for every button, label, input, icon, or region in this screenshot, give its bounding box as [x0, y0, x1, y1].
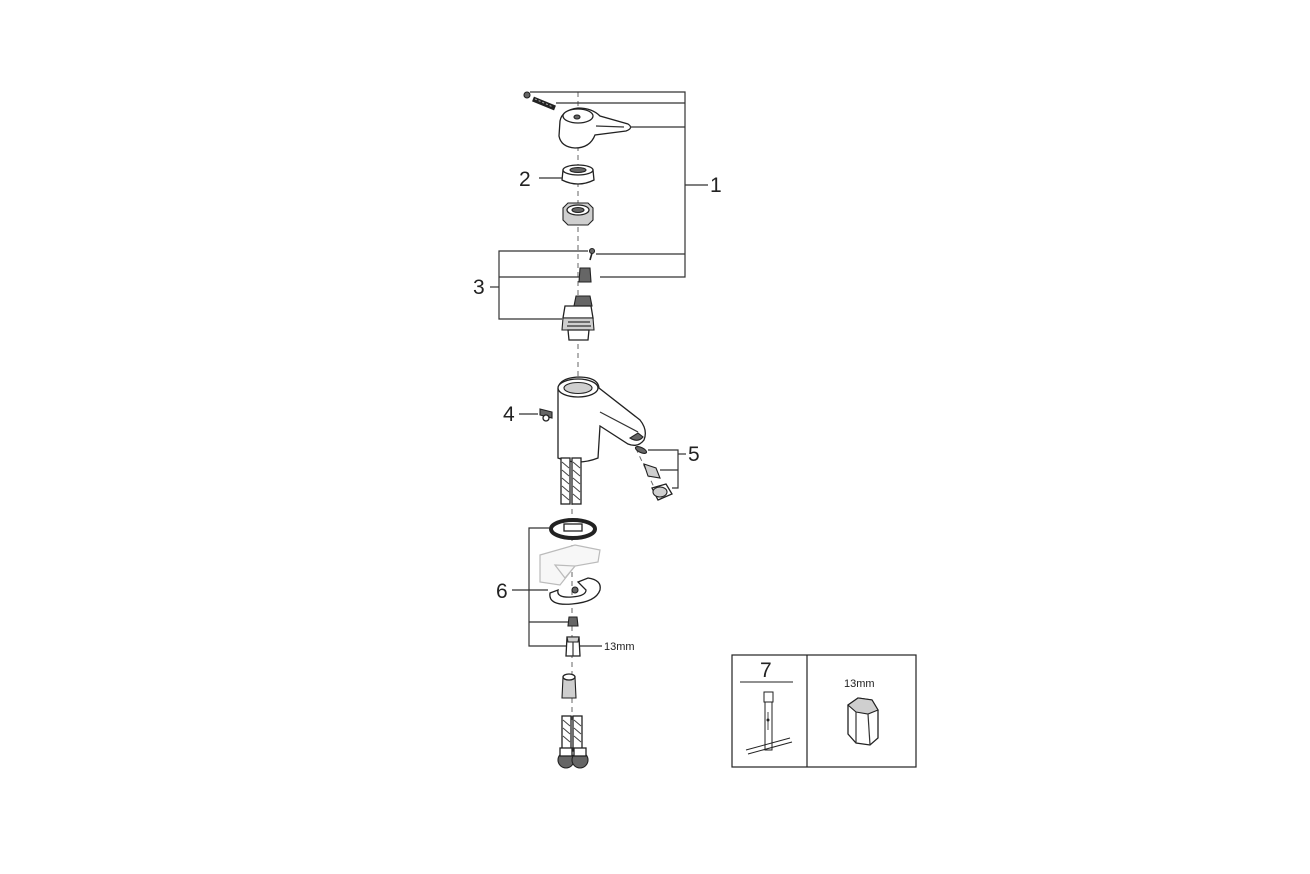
- hex-socket-icon: [847, 697, 879, 746]
- dimension-label: 13mm: [604, 641, 635, 653]
- grub-screw: [539, 408, 553, 422]
- lever-handle: [558, 107, 632, 149]
- callout-labels: 1 2 3 4 5 6 13mm: [473, 168, 722, 653]
- aerator-set: [634, 446, 673, 501]
- pin: [532, 96, 556, 111]
- hose-connectors: [557, 715, 589, 769]
- callout-1: 1: [710, 174, 722, 197]
- socket-size-label: 13mm: [844, 678, 875, 690]
- callout-3: 3: [473, 276, 485, 299]
- horseshoe-washer: [549, 577, 601, 605]
- fixing-nut: [567, 616, 579, 627]
- callout-5: 5: [688, 443, 700, 466]
- hex-nut-13: [565, 636, 581, 657]
- handle-assembly: [523, 91, 632, 261]
- tool-number: 7: [760, 659, 772, 682]
- faucet-body: [557, 376, 646, 505]
- tool-box: 7 13mm: [731, 654, 917, 768]
- o-ring-gasket: [549, 518, 597, 540]
- callout-6: 6: [496, 580, 508, 603]
- stabilizer-plate: [539, 544, 601, 586]
- leader-lines: [490, 91, 708, 647]
- supply-hoses: [560, 457, 582, 505]
- cap: [561, 164, 595, 185]
- mounting-set: [539, 518, 601, 699]
- callout-4: 4: [503, 403, 515, 426]
- nut: [562, 202, 594, 226]
- set-screw: [523, 91, 531, 99]
- cartridge: [561, 267, 595, 341]
- threaded-stud: [561, 673, 577, 699]
- service-tool-icon: [745, 691, 793, 755]
- callout-2: 2: [519, 168, 531, 191]
- small-screw: [588, 247, 596, 261]
